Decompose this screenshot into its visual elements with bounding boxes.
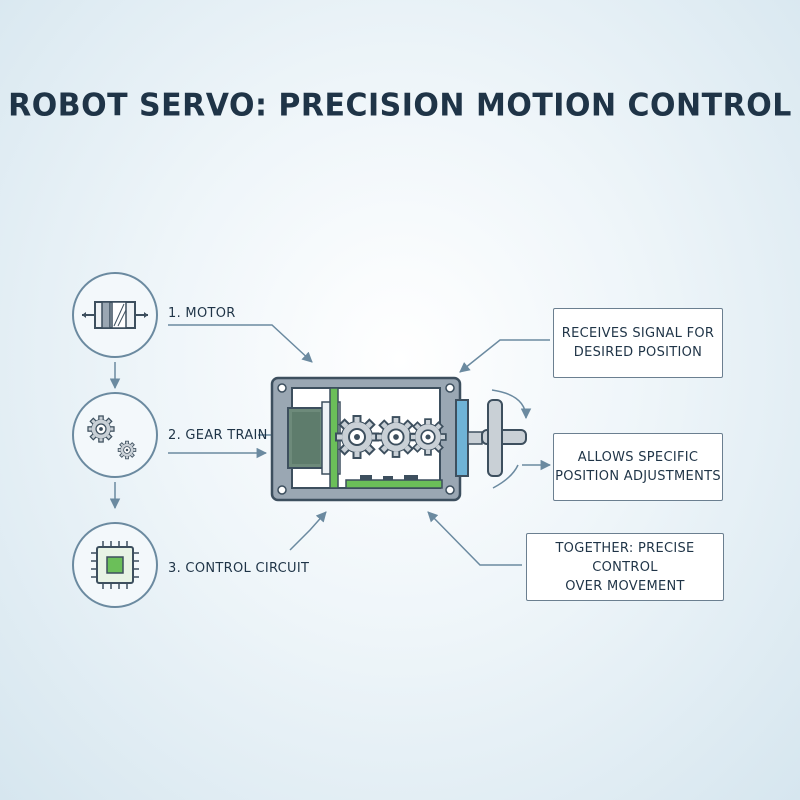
control-circuit-arrow — [289, 511, 327, 551]
control-circuit-label: 3. CONTROL CIRCUIT — [168, 561, 310, 576]
diagram-title: ROBOT SERVO: PRECISION MOTION CONTROL — [8, 87, 792, 124]
motor-icon-circle — [72, 272, 158, 358]
chip-icon — [91, 541, 139, 589]
rotation-arc-lower — [492, 464, 519, 489]
servo-body — [270, 376, 527, 502]
callout-line: RECEIVES SIGNAL FOR — [561, 326, 715, 341]
callout-line: TOGETHER: PRECISE CONTROL — [555, 540, 695, 575]
motor-arrow — [168, 324, 313, 363]
gear-train-label: 2. GEAR TRAIN — [168, 428, 268, 443]
together-arrow — [427, 511, 522, 566]
gears-icon-circle — [72, 392, 158, 478]
signal-arrow — [459, 339, 550, 373]
callout-line: DESIRED POSITION — [573, 345, 703, 360]
chip-icon-circle — [72, 522, 158, 608]
callout-line: ALLOWS SPECIFIC — [577, 450, 699, 465]
callout-line: POSITION ADJUSTMENTS — [555, 469, 721, 484]
motor-label: 1. MOTOR — [168, 306, 236, 321]
callout-precise-control: TOGETHER: PRECISE CONTROL OVER MOVEMENT — [526, 533, 724, 601]
callout-line: OVER MOVEMENT — [565, 578, 685, 594]
callout-receives-signal: RECEIVES SIGNAL FOR DESIRED POSITION — [553, 308, 723, 378]
motor-icon — [82, 301, 148, 329]
rotation-arc-icon — [491, 389, 532, 420]
callout-position-adjustments: ALLOWS SPECIFIC POSITION ADJUSTMENTS — [553, 433, 723, 501]
